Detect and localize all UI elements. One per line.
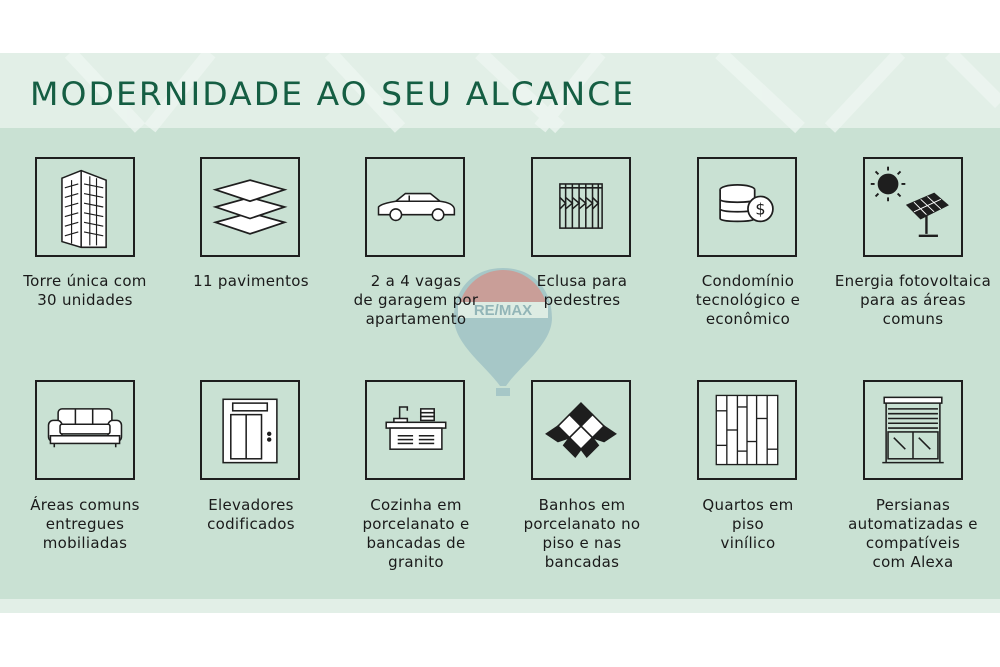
money-icon: $	[697, 157, 797, 257]
svg-text:$: $	[755, 200, 765, 219]
floors-icon	[200, 157, 300, 257]
remax-balloon-watermark: RE/MAX	[454, 268, 552, 396]
bottom-band	[0, 599, 1000, 613]
feature-caption-1: Torre única com 30 unidades	[23, 272, 147, 309]
solar-panel-icon	[863, 157, 963, 257]
gate-icon	[531, 157, 631, 257]
feature-caption-12: Persianas automatizadas e compatíveis co…	[848, 496, 978, 571]
building-icon	[35, 157, 135, 257]
feature-caption-7: Áreas comuns entregues mobiliadas	[30, 496, 140, 552]
feature-caption-10: Banhos em porcelanato no piso e nas banc…	[523, 496, 641, 571]
feature-caption-8: Elevadores codificados	[207, 496, 295, 533]
feature-caption-9: Cozinha em porcelanato e bancadas de gra…	[362, 496, 470, 571]
wood-floor-icon	[697, 380, 797, 480]
decorative-pattern	[64, 53, 1000, 134]
car-icon	[365, 157, 465, 257]
tiles-icon	[531, 380, 631, 480]
feature-caption-3: 2 a 4 vagas de garagem por apartamento	[353, 272, 479, 328]
feature-caption-2: 11 pavimentos	[193, 272, 309, 290]
kitchen-icon	[365, 380, 465, 480]
feature-caption-11: Quartos em piso vinílico	[702, 496, 794, 552]
watermark-text: RE/MAX	[474, 302, 532, 319]
elevator-icon	[200, 380, 300, 480]
feature-caption-6: Energia fotovoltaica para as áreas comun…	[834, 272, 992, 328]
background-panel: MODERNIDADE AO SEU ALCANCE	[0, 53, 1000, 613]
sofa-icon	[35, 380, 135, 480]
feature-caption-4: Eclusa para pedestres	[536, 272, 628, 309]
feature-caption-5: Condomínio tecnológico e econômico	[695, 272, 801, 328]
page-title: MODERNIDADE AO SEU ALCANCE	[30, 75, 636, 113]
blinds-icon	[863, 380, 963, 480]
